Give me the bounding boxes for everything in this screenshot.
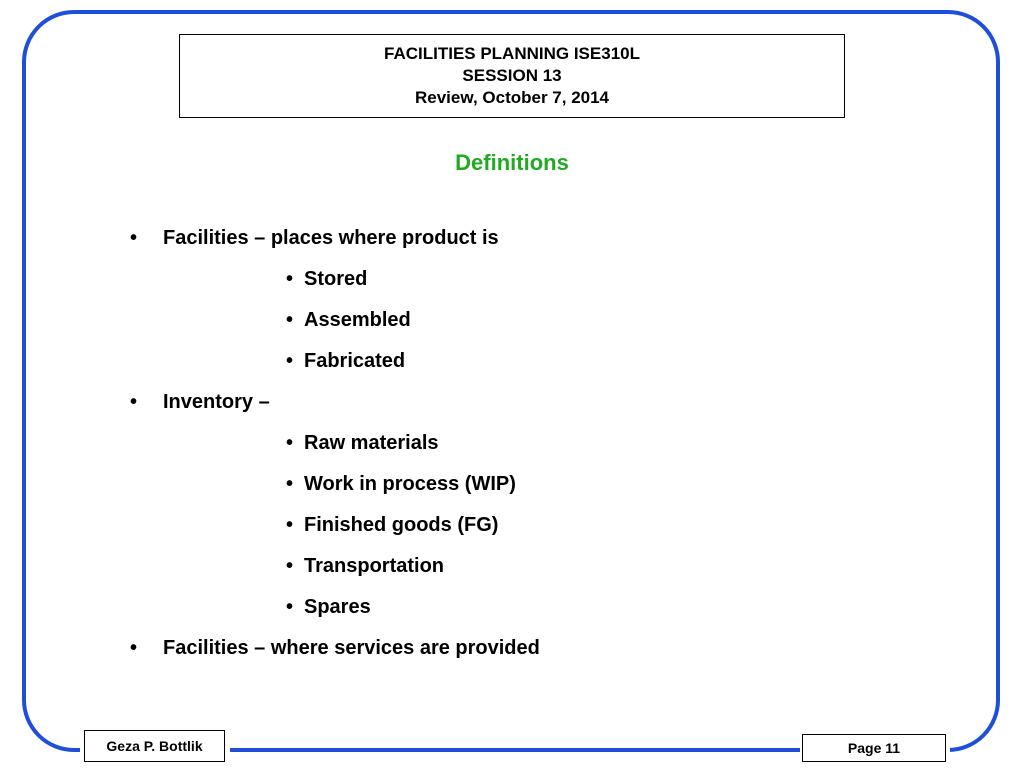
bullet-dot: • bbox=[130, 391, 138, 413]
header-box: FACILITIES PLANNING ISE310L SESSION 13 R… bbox=[179, 34, 845, 118]
bullet-text: Work in process (WIP) bbox=[304, 473, 516, 495]
section-title: Definitions bbox=[0, 150, 1024, 176]
section-title-text: Definitions bbox=[455, 150, 569, 175]
header-line-date: Review, October 7, 2014 bbox=[414, 88, 610, 107]
bullet-inventory: • Inventory – bbox=[130, 391, 270, 414]
bullet-text: Stored bbox=[304, 268, 368, 290]
bullet-dot: • bbox=[286, 555, 294, 577]
slide-frame bbox=[22, 10, 1000, 752]
sub-bullet-stored: • Stored bbox=[286, 268, 368, 291]
bullet-text: Facilities – where services are provided bbox=[163, 637, 540, 659]
sub-bullet-wip: • Work in process (WIP) bbox=[286, 473, 516, 496]
sub-bullet-raw-materials: • Raw materials bbox=[286, 432, 439, 455]
bullet-dot: • bbox=[130, 227, 138, 249]
bullet-dot: • bbox=[286, 514, 294, 536]
bullet-dot: • bbox=[286, 432, 294, 454]
bullet-facilities-services: • Facilities – where services are provid… bbox=[130, 637, 540, 660]
bullet-dot: • bbox=[286, 596, 294, 618]
footer-page-number: Page 11 bbox=[802, 734, 946, 762]
bullet-text: Inventory – bbox=[163, 391, 270, 413]
bullet-dot: • bbox=[286, 309, 294, 331]
bullet-text: Fabricated bbox=[304, 350, 406, 372]
bullet-text: Transportation bbox=[304, 555, 445, 577]
bullet-text: Assembled bbox=[304, 309, 411, 331]
sub-bullet-spares: • Spares bbox=[286, 596, 371, 619]
bullet-text: Spares bbox=[304, 596, 371, 618]
sub-bullet-transportation: • Transportation bbox=[286, 555, 445, 578]
sub-bullet-fabricated: • Fabricated bbox=[286, 350, 406, 373]
bullet-text: Raw materials bbox=[304, 432, 439, 454]
footer-author-text: Geza P. Bottlik bbox=[106, 738, 203, 754]
header-line-session: SESSION 13 bbox=[462, 66, 562, 85]
bullet-text: Finished goods (FG) bbox=[304, 514, 499, 536]
bullet-facilities-products: • Facilities – places where product is bbox=[130, 227, 499, 250]
footer-author: Geza P. Bottlik bbox=[84, 730, 225, 762]
bullet-dot: • bbox=[286, 268, 294, 290]
sub-bullet-assembled: • Assembled bbox=[286, 309, 411, 332]
bullet-text: Facilities – places where product is bbox=[163, 227, 499, 249]
bullet-dot: • bbox=[286, 473, 294, 495]
bullet-dot: • bbox=[286, 350, 294, 372]
bullet-dot: • bbox=[130, 637, 138, 659]
sub-bullet-finished-goods: • Finished goods (FG) bbox=[286, 514, 499, 537]
footer-page-text: Page 11 bbox=[847, 740, 901, 756]
header-line-course: FACILITIES PLANNING ISE310L bbox=[384, 44, 640, 63]
